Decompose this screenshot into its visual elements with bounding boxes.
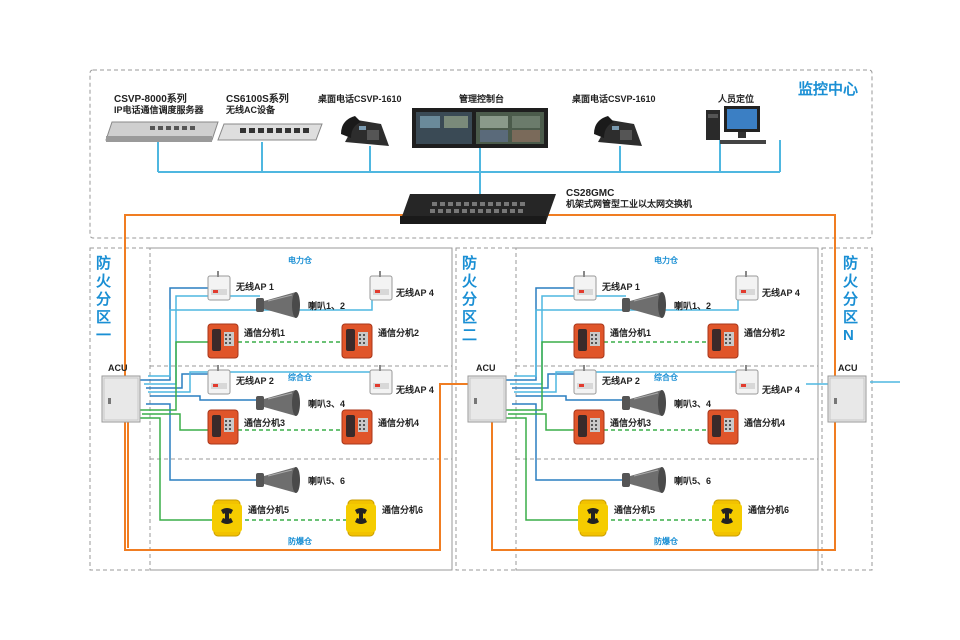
svg-text:一: 一 [96,327,111,344]
zone-2-general-section: 综合仓 [654,372,679,382]
zone-1-ext5-label: 通信分机5 [248,504,289,515]
zone-2-ext3-label: 通信分机3 [610,417,651,428]
zone-2-ext4-label: 通信分机4 [744,417,785,428]
zone-1-general-section: 综合仓 [288,372,313,382]
monitor-bus [157,138,781,196]
desk-phone-2-label: 桌面电话CSVP-1610 [572,93,656,104]
zone-2-ap1-label: 无线AP 1 [601,281,640,292]
zone-1-ap2-label: 无线AP 2 [235,375,274,386]
zone-1-ext6-label: 通信分机6 [382,504,423,515]
zone-1-ap4a-label: 无线AP 4 [395,287,434,298]
svg-text:区: 区 [96,309,111,326]
zone-1-explosion-section: 防爆仓 [288,536,313,546]
zone-1-ap4b-label: 无线AP 4 [395,384,434,395]
management-console: 管理控制台 [412,93,548,148]
switch-description: 机架式网管型工业以太网交换机 [566,198,692,209]
desk-phone-1: 桌面电话CSVP-1610 [318,93,402,146]
zone-1-ext3-label: 通信分机3 [244,417,285,428]
positioning-label: 人员定位 [717,93,754,104]
zone-1-ext1-label: 通信分机1 [244,327,285,338]
zone-1-ap1-label: 无线AP 1 [235,281,274,292]
svg-text:分: 分 [843,291,858,308]
dispatch-server: CSVP-8000系列 IP电话通信调度服务器 [105,92,219,142]
zone-2-acu-label: ACU [476,363,496,373]
console-label: 管理控制台 [459,93,504,104]
zone-2-ext5-label: 通信分机5 [614,504,655,515]
svg-text:火: 火 [462,273,478,290]
server-model: CSVP-8000系列 [114,92,187,105]
personnel-positioning: 人员定位 [706,93,766,144]
ac-model: CS6100S系列 [226,92,289,105]
zone-2-ext6-label: 通信分机6 [748,504,789,515]
switch-model: CS28GMC [566,188,614,199]
zone-1-acu-label: ACU [108,363,128,373]
zone-1-inner-frame [149,247,453,571]
fiber-backbone [124,214,836,551]
desk-phone-1-label: 桌面电话CSVP-1610 [318,93,402,104]
zone-2-ap4b-label: 无线AP 4 [761,384,800,395]
monitor-center-frame [89,69,873,239]
svg-text:火: 火 [96,273,112,290]
svg-text:分: 分 [96,291,111,308]
zone-n-title: 防 火 分 区 N [843,254,859,344]
ac-description: 无线AC设备 [225,104,276,115]
zone-1-ext4-label: 通信分机4 [378,417,419,428]
zone-1-power-section: 电力仓 [288,255,313,265]
svg-text:区: 区 [462,309,477,326]
svg-text:防: 防 [843,254,858,272]
zone-2-title: 防 火 分 区 二 [462,254,478,344]
zone-1-horn12-label: 喇叭1、2 [308,300,345,311]
server-description: IP电话通信调度服务器 [114,104,205,115]
zone-2-ap4a-label: 无线AP 4 [761,287,800,298]
zone-n-frame [821,247,873,571]
core-switch: CS28GMC 机架式网管型工业以太网交换机 [400,188,692,224]
zone-1-title: 防 火 分 区 一 [96,254,112,344]
desk-phone-2: 桌面电话CSVP-1610 [572,93,656,146]
wireless-ac: CS6100S系列 无线AC设备 [217,92,323,141]
zone-2: ACU 电力仓 综合仓 防爆仓 无线AP 1 无线AP 4 喇叭1、2 通信分机… [467,255,900,546]
zone-2-power-section: 电力仓 [654,255,679,265]
zone-1-horn34-label: 喇叭3、4 [308,398,345,409]
svg-text:防: 防 [462,254,477,272]
zone-2-ext1-label: 通信分机1 [610,327,651,338]
svg-text:分: 分 [462,291,477,308]
svg-text:防: 防 [96,254,111,272]
svg-text:N: N [843,327,854,344]
zone-2-horn34-label: 喇叭3、4 [674,398,711,409]
zone-2-explosion-section: 防爆仓 [654,536,679,546]
zone-2-horn12-label: 喇叭1、2 [674,300,711,311]
zone-n: ACU [827,363,867,423]
monitor-center-title: 监控中心 [798,80,858,98]
zone-2-horn56-label: 喇叭5、6 [674,475,711,486]
zone-2-inner-frame [515,247,819,571]
zone-n-acu-label: ACU [838,363,858,373]
svg-text:区: 区 [843,309,858,326]
zone-1: ACU 电力仓 综合仓 防爆仓 无线AP 1 无线AP 4 喇叭1、2 通信分机… [101,255,434,546]
zone-2-ext2-label: 通信分机2 [744,327,785,338]
zone-1-horn56-label: 喇叭5、6 [308,475,345,486]
svg-text:火: 火 [843,273,859,290]
zone-1-ext2-label: 通信分机2 [378,327,419,338]
zone-2-ap2-label: 无线AP 2 [601,375,640,386]
svg-text:二: 二 [462,327,477,344]
